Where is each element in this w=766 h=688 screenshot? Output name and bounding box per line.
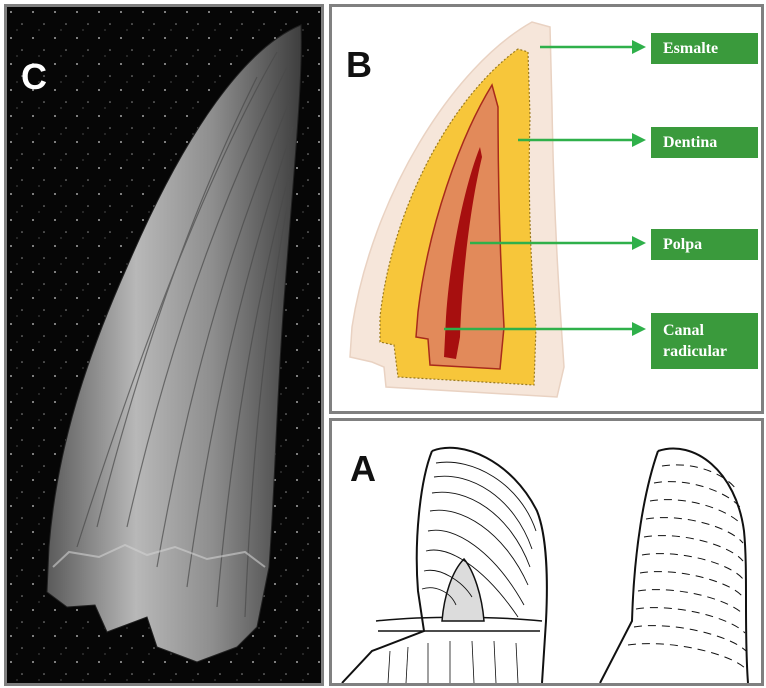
label-canal-radicular-text: Canal radicular [663,320,727,362]
label-dentina: Dentina [651,127,758,158]
label-esmalte: Esmalte [651,33,758,64]
panel-a-growth-lines: A [329,418,764,686]
fossil-tooth-photo [7,7,321,683]
label-esmalte-text: Esmalte [663,38,718,59]
external-tooth-sketch [600,449,748,683]
panel-b-tooth-anatomy: B Esmalte Dentina Polpa Canal radicular [329,4,764,414]
label-dentina-text: Dentina [663,132,717,153]
panel-c-fossil-photo: C [4,4,324,686]
label-polpa-text: Polpa [663,234,702,255]
panel-letter-c: C [21,59,47,95]
label-canal-radicular: Canal radicular [651,313,758,369]
label-polpa: Polpa [651,229,758,260]
panel-letter-a: A [350,451,376,487]
growth-line-drawings [332,421,761,683]
panel-letter-b: B [346,47,372,83]
arrow-heads [632,40,646,336]
